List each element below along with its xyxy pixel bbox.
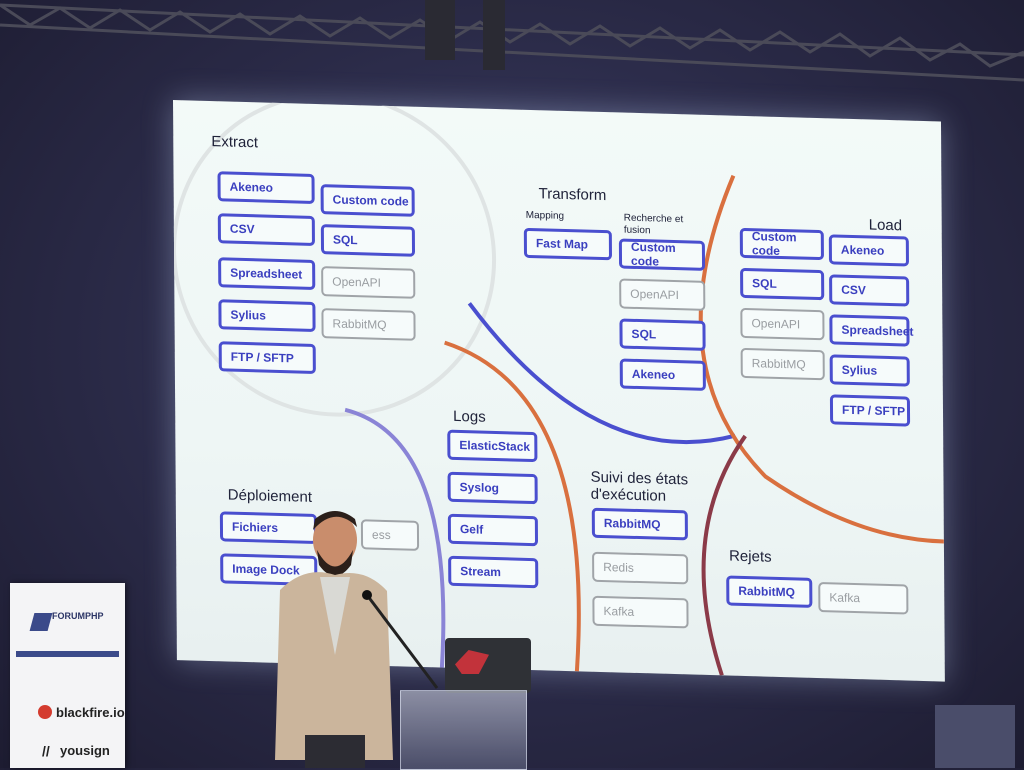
- transform-tag-sql: SQL: [619, 318, 706, 351]
- forumphp-logo: FORUMPHP: [29, 601, 104, 641]
- logs-tag-stream: Stream: [448, 555, 539, 589]
- suivi-tag-redis: Redis: [592, 551, 689, 585]
- rejets-tag-kafka: Kafka: [818, 582, 909, 615]
- extract-tag-sql: SQL: [320, 224, 416, 257]
- laptop: [445, 638, 531, 693]
- section-title-load: Load: [868, 216, 903, 235]
- section-title-transform: Transform: [538, 185, 607, 205]
- extract-tag-sylius: Sylius: [218, 299, 316, 332]
- extract-tag-ftp-sftp: FTP / SFTP: [218, 341, 316, 374]
- speaker-figure: [275, 511, 393, 768]
- extract-tag-openapi: OpenAPI: [321, 266, 416, 299]
- transform-tag-akeneo: Akeneo: [619, 358, 706, 391]
- load-tag-sql: SQL: [740, 267, 825, 301]
- sponsor-blackfire: blackfire.io: [56, 705, 125, 720]
- yousign-icon: //: [42, 743, 50, 759]
- extract-tag-akeneo: Akeneo: [217, 171, 315, 204]
- load-tag-openapi: OpenAPI: [740, 307, 825, 341]
- load-tag-sylius: Sylius: [829, 354, 910, 387]
- load-tag-csv: CSV: [829, 274, 910, 307]
- podium: [400, 690, 527, 770]
- section-title-rejets: Rejets: [729, 547, 772, 566]
- transform-tag-fast-map: Fast Map: [523, 227, 613, 261]
- suivi-tag-kafka: Kafka: [592, 595, 689, 629]
- microphone: [362, 590, 439, 689]
- sponsor-yousign: yousign: [60, 743, 110, 758]
- logs-tag-elasticstack: ElasticStack: [447, 429, 538, 463]
- section-arcs: [173, 100, 944, 676]
- sponsor-banner: FORUMPHP blackfire.io // yousign: [10, 583, 125, 768]
- load-tag-ftp-sftp: FTP / SFTP: [829, 394, 911, 427]
- load-tag-rabbitmq: RabbitMQ: [740, 347, 825, 381]
- logs-tag-gelf: Gelf: [447, 513, 539, 547]
- load-tag-custom-code: Custom code: [739, 227, 824, 261]
- extract-tag-custom-code: Custom code: [320, 184, 415, 217]
- laptop-sticker: [455, 650, 489, 674]
- transform-mapping-label: Mapping: [525, 209, 565, 222]
- logs-tag-syslog: Syslog: [447, 471, 538, 505]
- extract-tag-csv: CSV: [217, 213, 315, 246]
- stage-truss: [0, 0, 1024, 82]
- transform-recherche-label: Recherche et fusion: [623, 212, 684, 237]
- transform-tag-custom-code: Custom code: [618, 238, 706, 271]
- rejets-tag-rabbitmq: RabbitMQ: [726, 575, 813, 608]
- extract-tag-rabbitmq: RabbitMQ: [321, 308, 416, 341]
- load-tag-akeneo: Akeneo: [828, 234, 910, 267]
- projector-screen: Extract Transform Load Logs Déploiement …: [173, 100, 945, 682]
- banner-stripe: [16, 651, 119, 657]
- section-title-suivi: Suivi des états d'exécution: [590, 468, 689, 505]
- transform-tag-openapi: OpenAPI: [619, 278, 706, 311]
- extract-tag-spreadsheet: Spreadsheet: [218, 257, 316, 290]
- suivi-tag-rabbitmq: RabbitMQ: [591, 507, 688, 541]
- blackfire-icon: [38, 705, 52, 719]
- load-tag-spreadsheet: Spreadsheet: [829, 314, 914, 347]
- stage-panel: [935, 705, 1015, 768]
- forumphp-logo-text: FORUMPHP: [52, 611, 104, 621]
- section-title-deploiement: Déploiement: [227, 486, 313, 506]
- section-title-extract: Extract: [211, 133, 259, 152]
- section-title-logs: Logs: [453, 407, 486, 426]
